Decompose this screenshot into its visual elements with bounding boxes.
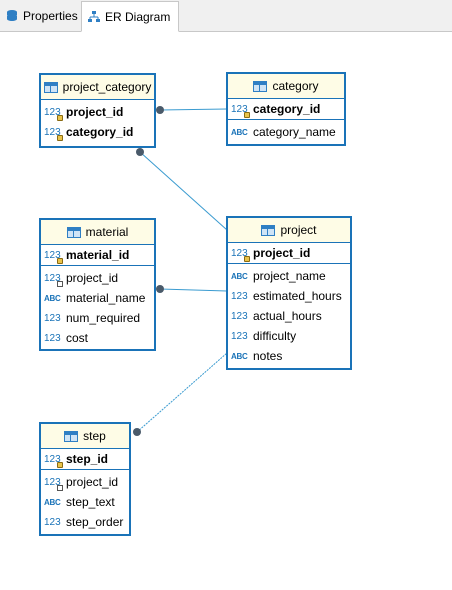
text-type-icon: ABC [231, 351, 248, 361]
table-icon [64, 430, 79, 442]
column-row[interactable]: ABC step_text [41, 492, 129, 512]
text-type-icon: ABC [231, 127, 248, 137]
entity-title: material [85, 225, 129, 239]
column-name: estimated_hours [253, 289, 342, 303]
column-row[interactable]: ABC project_name [228, 266, 350, 286]
column-row[interactable]: ABC category_name [228, 122, 344, 142]
numeric-type-icon: 123 [44, 477, 63, 491]
database-stack-icon [7, 10, 17, 21]
column-row[interactable]: 123 estimated_hours [228, 286, 350, 306]
entity-material[interactable]: material 123 material_id 123 project_id … [39, 218, 156, 351]
column-row[interactable]: 123 project_id [41, 472, 129, 492]
column-row[interactable]: 123 material_id [41, 245, 154, 265]
entity-project-category[interactable]: project_category 123 project_id 123 cate… [39, 73, 156, 148]
numeric-type-icon: 123 [44, 312, 61, 324]
numeric-type-icon: 123 [231, 330, 248, 342]
column-name: material_id [66, 248, 130, 262]
numeric-type-icon: 123 [44, 516, 61, 528]
column-row[interactable]: 123 difficulty [228, 326, 350, 346]
table-icon [43, 81, 58, 93]
text-type-icon: ABC [231, 271, 248, 281]
column-row[interactable]: 123 project_id [228, 243, 350, 263]
table-icon [66, 226, 81, 238]
numeric-type-icon: 123 [231, 310, 248, 322]
column-row[interactable]: 123 project_id [41, 268, 154, 288]
column-row[interactable]: 123 actual_hours [228, 306, 350, 326]
entity-category[interactable]: category 123 category_id ABC category_na… [226, 72, 346, 146]
column-name: project_id [66, 475, 119, 489]
entity-header: category [228, 74, 344, 99]
link-dot [133, 428, 141, 436]
tab-er-diagram[interactable]: ER Diagram [81, 1, 179, 32]
column-row[interactable]: ABC material_name [41, 288, 154, 308]
entity-header: project_category [41, 75, 154, 100]
column-name: category_id [253, 102, 321, 116]
numeric-type-icon: 123 [44, 454, 63, 468]
column-name: cost [66, 331, 89, 345]
column-name: step_order [66, 515, 124, 529]
entity-header: material [41, 220, 154, 245]
column-name: category_name [253, 125, 336, 139]
column-name: project_id [66, 271, 119, 285]
entity-header: step [41, 424, 129, 449]
numeric-type-icon: 123 [44, 107, 63, 121]
column-row[interactable]: 123 cost [41, 328, 154, 348]
numeric-type-icon: 123 [231, 290, 248, 302]
tab-properties[interactable]: Properties [0, 2, 87, 30]
editor-tab-bar: Properties ER Diagram [0, 0, 452, 32]
column-name: category_id [66, 125, 134, 139]
link-dot [136, 148, 144, 156]
link-dot [156, 106, 164, 114]
table-icon [253, 80, 268, 92]
entity-project[interactable]: project 123 project_id ABC project_name … [226, 216, 352, 370]
column-name: project_name [253, 269, 326, 283]
entity-header: project [228, 218, 350, 243]
link-step-to-project [136, 352, 228, 433]
table-icon [261, 224, 276, 236]
tab-er-diagram-label: ER Diagram [105, 9, 171, 24]
column-row[interactable]: 123 step_order [41, 512, 129, 532]
entity-step[interactable]: step 123 step_id 123 project_id ABC step… [39, 422, 131, 536]
numeric-type-icon: 123 [44, 273, 63, 287]
link-project-category-to-category [159, 108, 228, 111]
column-name: step_id [66, 452, 109, 466]
numeric-type-icon: 123 [44, 250, 63, 264]
tab-properties-label: Properties [23, 9, 78, 23]
column-name: project_id [253, 246, 311, 260]
column-row[interactable]: 123 category_id [228, 99, 344, 119]
numeric-type-icon: 123 [231, 248, 250, 262]
column-name: material_name [66, 291, 146, 305]
numeric-type-icon: 123 [44, 332, 61, 344]
column-row[interactable]: 123 category_id [41, 122, 154, 142]
link-dot [156, 285, 164, 293]
column-row[interactable]: 123 project_id [41, 102, 154, 122]
er-diagram-icon [88, 10, 100, 22]
column-name: notes [253, 349, 283, 363]
column-name: num_required [66, 311, 141, 325]
column-name: actual_hours [253, 309, 322, 323]
text-type-icon: ABC [44, 293, 61, 303]
column-name: difficulty [253, 329, 297, 343]
entity-title: step [83, 429, 106, 443]
entity-title: category [272, 79, 319, 93]
link-material-to-project [159, 288, 228, 292]
entity-title: project_category [62, 80, 152, 94]
numeric-type-icon: 123 [231, 104, 250, 118]
entity-title: project [280, 223, 317, 237]
column-row[interactable]: 123 num_required [41, 308, 154, 328]
column-name: project_id [66, 105, 124, 119]
column-row[interactable]: ABC notes [228, 346, 350, 366]
column-row[interactable]: 123 step_id [41, 449, 129, 469]
numeric-type-icon: 123 [44, 127, 63, 141]
text-type-icon: ABC [44, 497, 61, 507]
column-name: step_text [66, 495, 115, 509]
